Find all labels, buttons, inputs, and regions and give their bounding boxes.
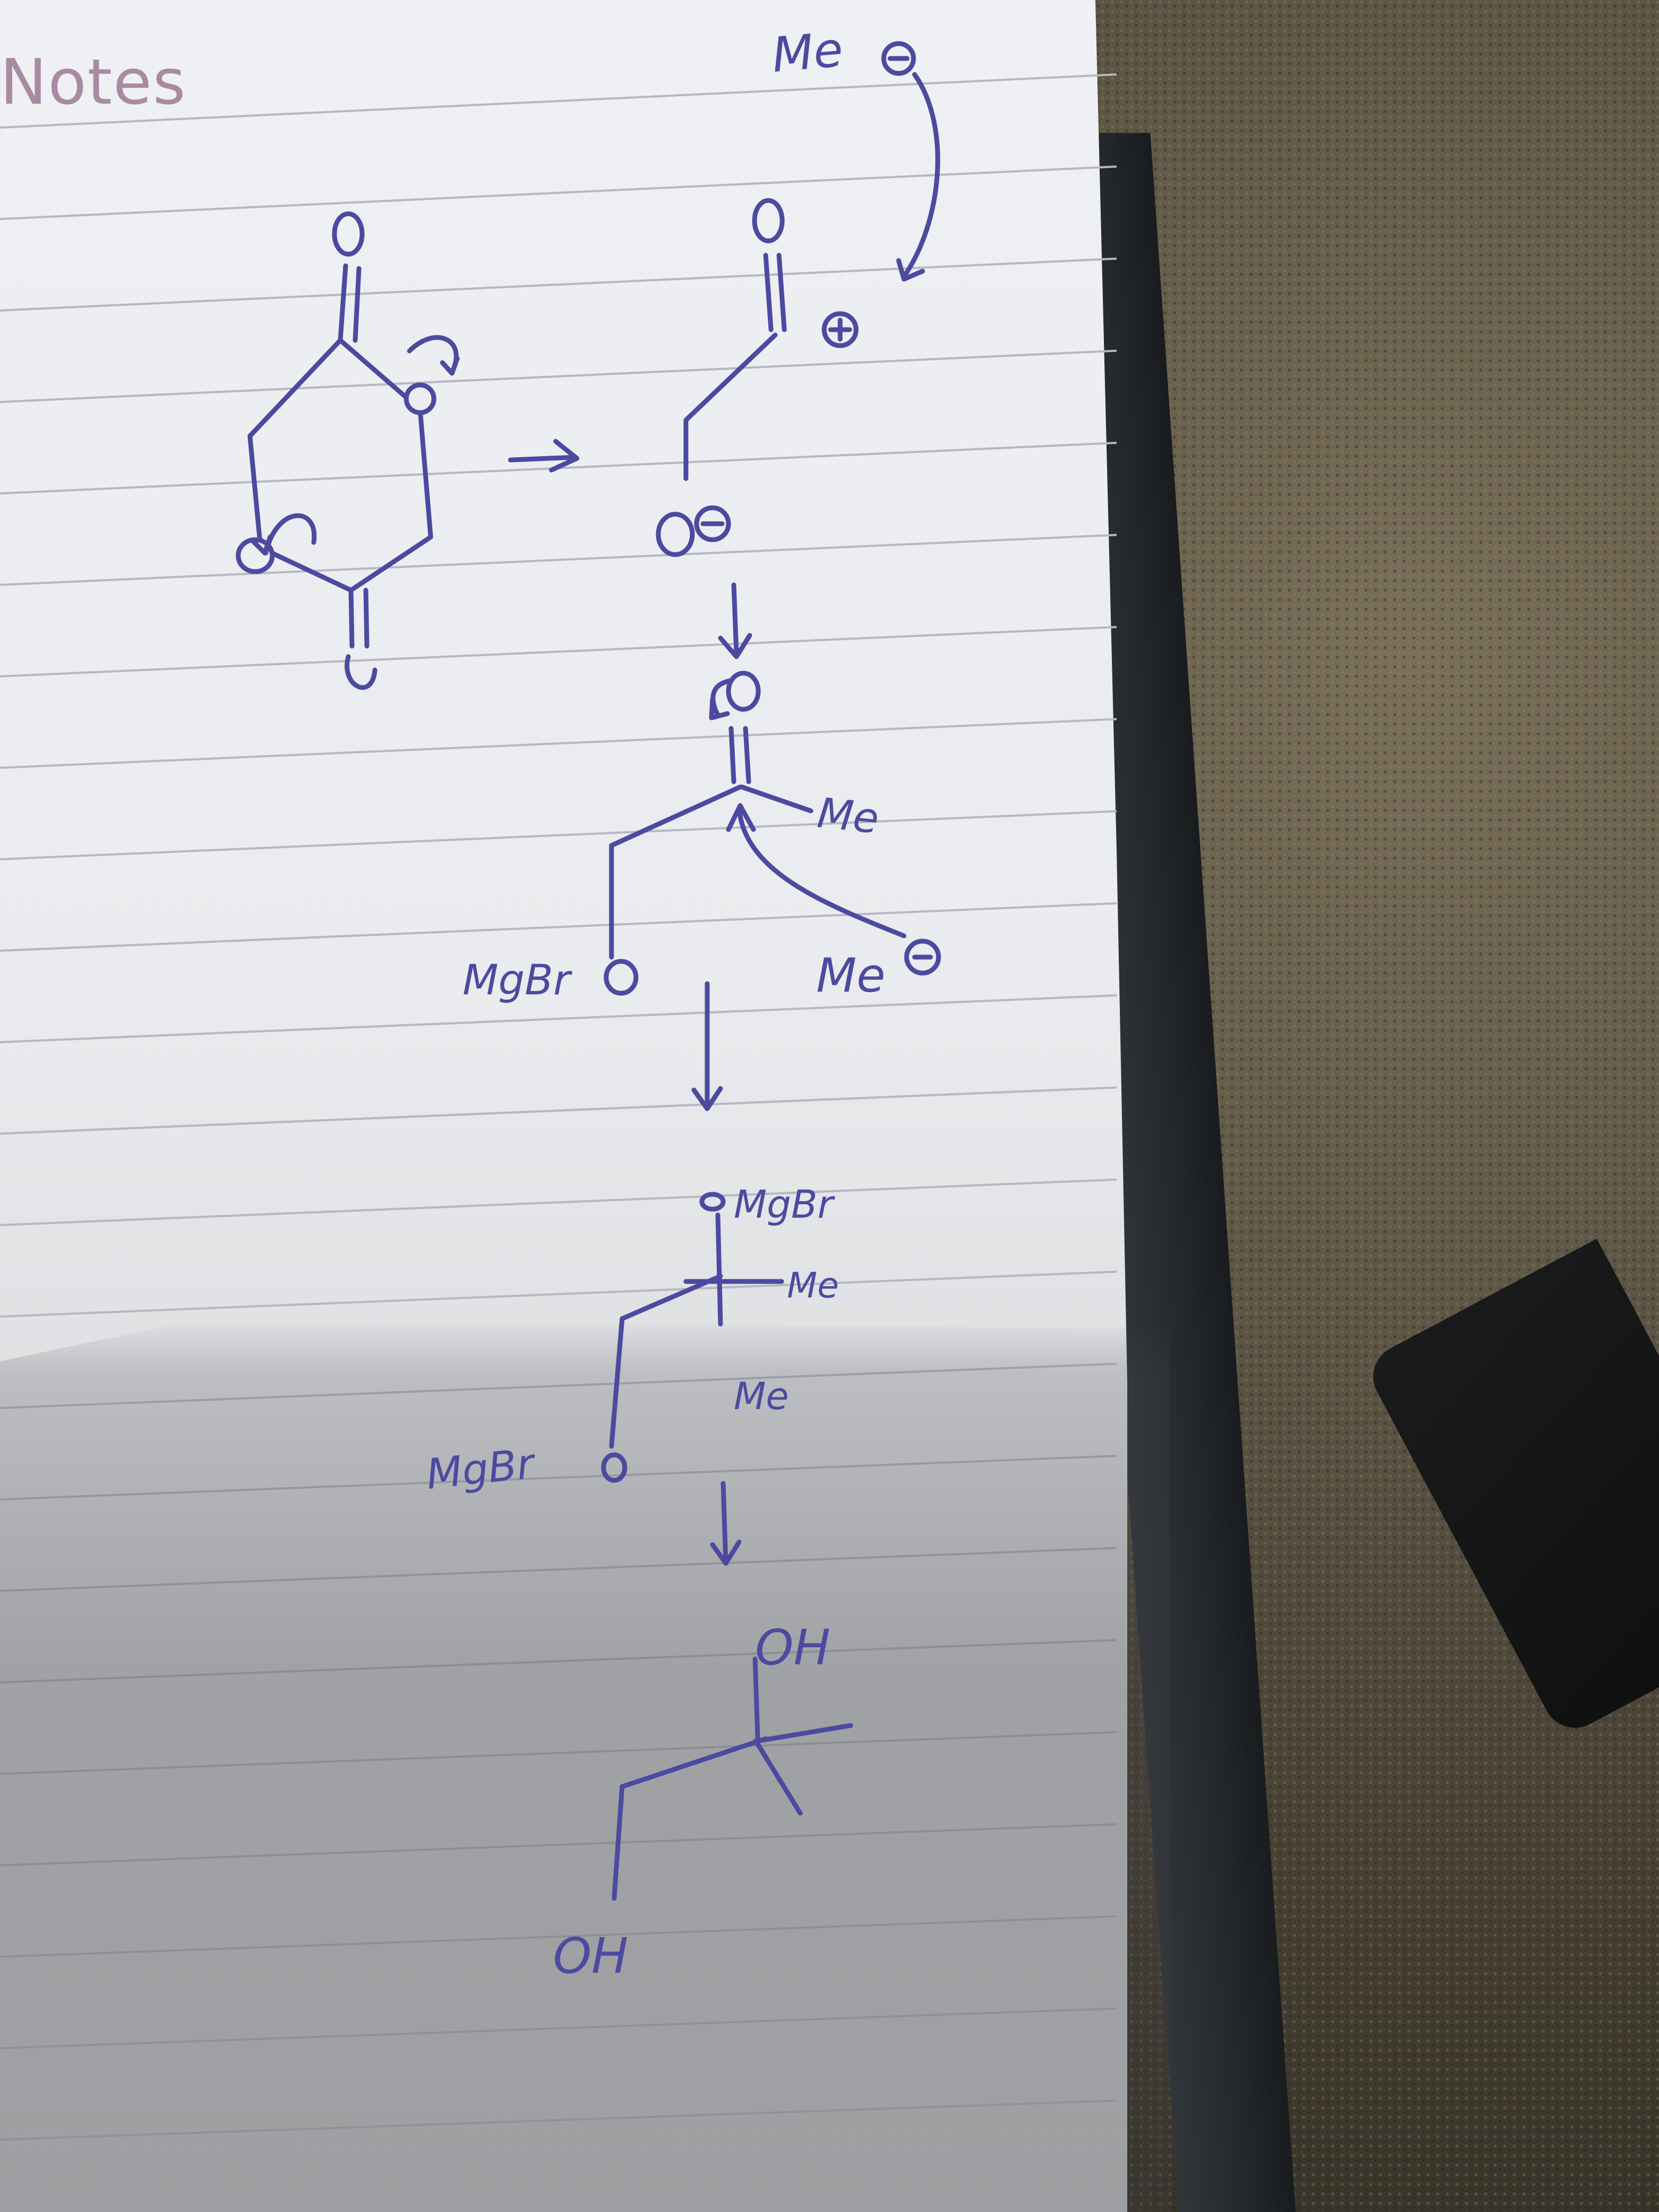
acylium-fragment (656, 41, 941, 557)
ruled-line (0, 1178, 1117, 1226)
ruled-line (0, 1731, 1117, 1775)
ruled-line (0, 810, 1117, 860)
me-label-step4-lower: Me (734, 1375, 789, 1418)
ruled-line (0, 534, 1117, 586)
ruled-line (0, 257, 1117, 312)
ruled-line (0, 2007, 1117, 2049)
me-label-step4-right: Me (787, 1265, 839, 1306)
reaction-arrow-2 (718, 582, 752, 659)
dialkoxide-intermediate (601, 1192, 784, 1483)
reaction-arrow-3 (691, 981, 723, 1111)
oh-label-bottom: OH (553, 1928, 629, 1984)
ruled-line (0, 1823, 1117, 1866)
diol-product (611, 1656, 853, 1901)
reaction-arrow-1 (508, 439, 580, 473)
ruled-line (0, 1086, 1117, 1135)
ruled-line (0, 1362, 1117, 1409)
ruled-line (0, 1270, 1117, 1318)
ruled-line (0, 1639, 1117, 1683)
hand-shadow (0, 1319, 1170, 2212)
notes-label: Notes (0, 45, 187, 119)
ruled-line (0, 165, 1117, 220)
ruled-line (0, 1455, 1117, 1501)
reaction-arrow-4 (710, 1481, 742, 1566)
ruled-line (0, 626, 1117, 677)
ruled-line (0, 2099, 1117, 2141)
mgbr-label-step4-top: MgBr (734, 1182, 835, 1227)
me-anion-label-top: Me (770, 22, 845, 83)
ruled-line (0, 718, 1117, 769)
ruled-line (0, 73, 1117, 129)
cyclic-diester-ring (236, 211, 460, 690)
notebook-page (0, 0, 1127, 2212)
me-label-step3: Me (815, 789, 881, 843)
mgbr-label-step3: MgBr (463, 957, 573, 1004)
ketone-intermediate (604, 671, 941, 996)
oh-label-top: OH (755, 1619, 831, 1676)
ruled-line (0, 902, 1117, 952)
ruled-line (0, 994, 1117, 1043)
mgbr-label-step4-left: MgBr (424, 1440, 539, 1499)
ruled-line (0, 349, 1117, 403)
ruled-line (0, 1915, 1117, 1958)
ruled-line (0, 1547, 1117, 1592)
me-anion-label-step3: Me (816, 948, 885, 1003)
